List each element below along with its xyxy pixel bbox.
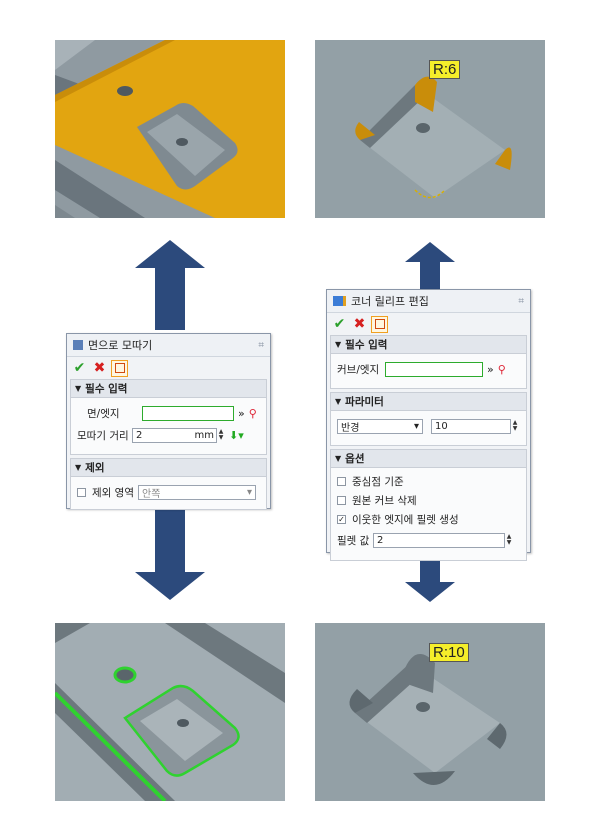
cancel-button[interactable]: ✖ (93, 360, 106, 376)
radius-input[interactable]: 10 (431, 418, 511, 434)
curve-edge-label: 커브/엣지 (337, 363, 380, 376)
fillet-adjacent-checkbox[interactable]: ✓ (337, 515, 346, 524)
confirm-button[interactable]: ✔ (333, 316, 346, 332)
section-parameter: ▼파라미터 반경 ▾ 10 ▲▼ (330, 392, 527, 446)
face-edge-field[interactable] (142, 405, 234, 421)
panel-toolbar: ✔ ✖ (67, 357, 270, 379)
arrow-down-left (135, 510, 205, 600)
radius-label-top: R:6 (429, 60, 461, 79)
radius-label-bottom: R:10 (429, 643, 469, 662)
preview-icon (374, 319, 385, 329)
cancel-button[interactable]: ✖ (353, 316, 366, 332)
unit-label: mm (194, 429, 214, 441)
preview-button[interactable] (111, 359, 128, 377)
panel-title: 면으로 모따기 (88, 339, 153, 352)
chevron-down-icon[interactable]: » (487, 362, 494, 376)
chamfer-distance-value: 2 (136, 429, 143, 441)
section-required: ▼필수 입력 면/엣지 » ⚲ 모따기 거리 2 mm ▲▼ ⬇▾ (70, 379, 267, 455)
exclude-area-value: 안쪽 (142, 488, 161, 500)
curve-edge-field[interactable] (385, 361, 483, 377)
preview-icon (114, 363, 125, 373)
stepper[interactable]: ▲▼ (218, 428, 224, 441)
fillet-value-label: 필렛 값 (337, 534, 370, 547)
chevron-down-icon[interactable]: » (238, 406, 245, 420)
section-options-label: 옵션 (345, 453, 365, 465)
section-required-header[interactable]: ▼필수 입력 (70, 379, 267, 398)
preview-button[interactable] (371, 315, 388, 333)
chamfer-panel: 면으로 모따기 ⌗ ✔ ✖ ▼필수 입력 면/엣지 » ⚲ 모따기 거리 2 m… (66, 333, 271, 510)
section-parameter-label: 파라미터 (345, 396, 384, 408)
viewport-top-left (55, 40, 285, 218)
radius-type-value: 반경 (341, 422, 360, 434)
pick-icon[interactable]: ⚲ (497, 362, 506, 376)
option-delete-curve-label: 원본 커브 삭제 (352, 495, 417, 507)
pin-icon[interactable]: ⌗ (258, 339, 264, 351)
option-fillet-adjacent-label: 이웃한 엣지에 필렛 생성 (352, 514, 459, 526)
exclude-area-select[interactable]: 안쪽 ▾ (138, 484, 256, 500)
radius-value: 10 (435, 420, 448, 432)
center-checkbox[interactable] (337, 477, 346, 486)
arrow-down-right (405, 552, 455, 602)
pin-icon[interactable]: ⌗ (518, 295, 524, 307)
cube-icon (73, 340, 83, 350)
panel-title: 코너 릴리프 편집 (351, 295, 429, 308)
exclude-area-label: 제외 영역 (92, 486, 134, 499)
radius-type-select[interactable]: 반경 ▾ (337, 418, 423, 434)
panel-toolbar: ✔ ✖ (327, 313, 530, 335)
section-required-label: 필수 입력 (345, 339, 388, 351)
exclude-checkbox[interactable] (77, 487, 86, 497)
fillet-value-input[interactable]: 2 (373, 532, 505, 548)
chamfer-distance-input[interactable]: 2 mm (132, 427, 217, 443)
section-parameter-header[interactable]: ▼파라미터 (330, 392, 527, 411)
section-exclude-label: 제외 (85, 462, 105, 474)
section-required-header[interactable]: ▼필수 입력 (330, 335, 527, 354)
section-options: ▼옵션 중심점 기준 원본 커브 삭제 ✓이웃한 엣지에 필렛 생성 필렛 값 … (330, 449, 527, 561)
section-options-header[interactable]: ▼옵션 (330, 449, 527, 468)
radius-stepper[interactable]: ▲▼ (512, 419, 518, 432)
panel-title-bar: 코너 릴리프 편집 ⌗ (327, 290, 530, 313)
face-edge-label: 면/엣지 (87, 407, 120, 420)
pick-icon[interactable]: ⚲ (248, 406, 257, 420)
confirm-button[interactable]: ✔ (73, 360, 86, 376)
section-exclude-header[interactable]: ▼제외 (70, 458, 267, 477)
chamfer-distance-label: 모따기 거리 (77, 429, 129, 442)
chevron-down-icon: ▾ (413, 420, 419, 432)
fillet-stepper[interactable]: ▲▼ (506, 533, 512, 546)
corner-icon (333, 296, 346, 306)
section-exclude: ▼제외 제외 영역 안쪽 ▾ (70, 458, 267, 510)
option-center-label: 중심점 기준 (352, 476, 404, 488)
fillet-value: 2 (377, 534, 384, 546)
delete-curve-checkbox[interactable] (337, 496, 346, 505)
viewport-bottom-left (55, 623, 285, 801)
arrow-up-left (135, 240, 205, 330)
arrow-up-right (405, 242, 455, 292)
section-required: ▼필수 입력 커브/엣지 » ⚲ (330, 335, 527, 389)
section-required-label: 필수 입력 (85, 383, 128, 395)
panel-title-bar: 면으로 모따기 ⌗ (67, 334, 270, 357)
measure-icon[interactable]: ⬇▾ (229, 428, 244, 442)
corner-relief-panel: 코너 릴리프 편집 ⌗ ✔ ✖ ▼필수 입력 커브/엣지 » ⚲ ▼파라미터 반… (326, 289, 531, 561)
chevron-down-icon: ▾ (246, 486, 252, 498)
